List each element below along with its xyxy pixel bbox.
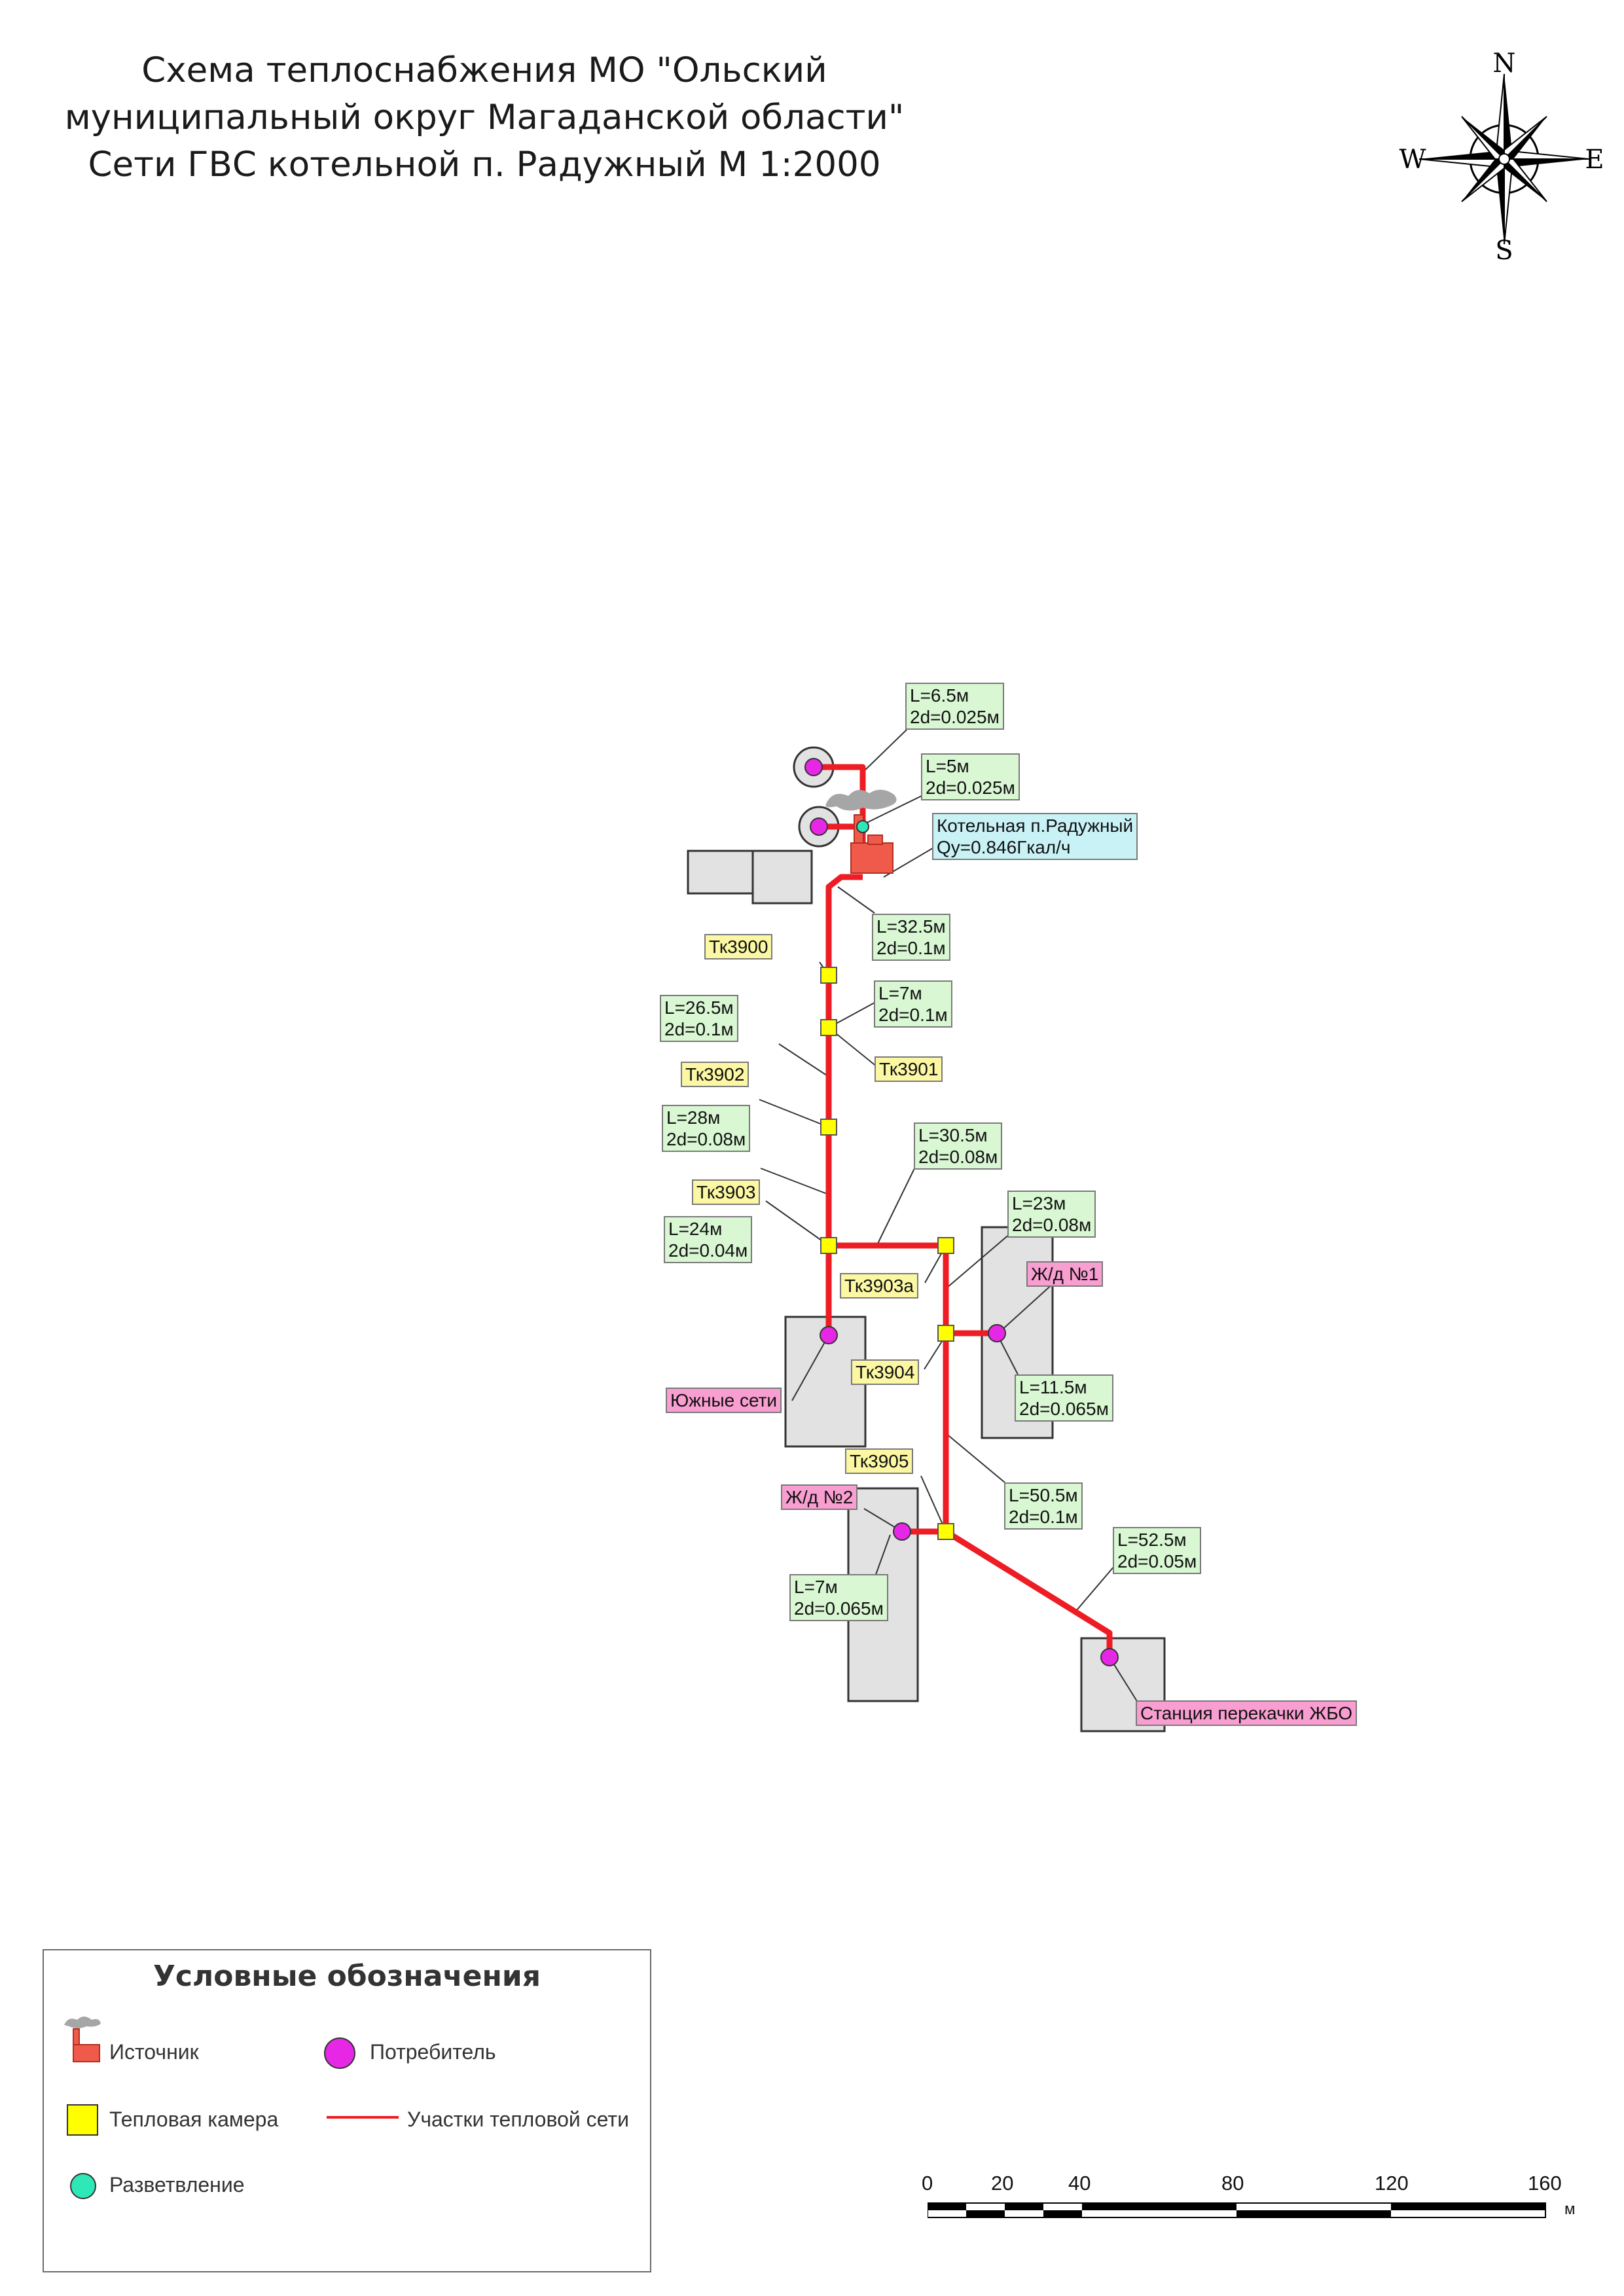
building	[751, 850, 813, 905]
compass-west: W	[1399, 145, 1426, 175]
pipe-icon	[327, 2116, 399, 2119]
legend-pipe-label: Участки тепловой сети	[407, 2108, 629, 2131]
chamber-label: Тк3900	[704, 934, 773, 960]
heat-chamber	[937, 1523, 954, 1540]
legend-chamber-label: Тепловая камера	[109, 2108, 279, 2131]
chamber-label: Тк3904	[851, 1359, 920, 1385]
branch-point	[856, 820, 869, 833]
chamber-icon	[67, 2104, 98, 2136]
legend-branch-label: Разветвление	[109, 2173, 245, 2197]
compass-rose-icon: N S E W	[1399, 52, 1604, 262]
compass-south: S	[1495, 236, 1513, 262]
consumer-point	[893, 1522, 911, 1541]
title-line-3: Сети ГВС котельной п. Радужный М 1:2000	[88, 145, 881, 185]
consumer-point	[820, 1326, 838, 1344]
scale-tick: 40	[1068, 2172, 1091, 2195]
scale-tick: 0	[922, 2172, 933, 2195]
branch-icon	[70, 2173, 96, 2199]
map-title: Схема теплоснабжения МО "Ольский муницип…	[39, 47, 929, 188]
compass-east: E	[1585, 145, 1604, 175]
consumer-point	[1100, 1648, 1119, 1666]
chamber-label: Тк3903	[692, 1179, 761, 1205]
heat-chamber	[820, 967, 837, 984]
heat-chamber	[820, 1019, 837, 1036]
scale-bar: 0 20 40 80 120 160 м	[916, 2172, 1604, 2237]
chamber-label: Тк3902	[681, 1062, 749, 1087]
consumer-label: Ж/д №2	[781, 1484, 858, 1510]
chamber-label: Тк3901	[875, 1056, 943, 1082]
legend-consumer-label: Потребитель	[370, 2040, 496, 2064]
heat-chamber	[820, 1237, 837, 1254]
source-icon	[64, 2017, 101, 2062]
scale-tick: 20	[991, 2172, 1014, 2195]
consumer-point	[988, 1324, 1006, 1342]
compass-north: N	[1493, 52, 1516, 79]
scale-tick: 120	[1375, 2172, 1409, 2195]
scale-unit: м	[1564, 2200, 1576, 2218]
scale-tick: 80	[1221, 2172, 1244, 2195]
chamber-label: Тк3903а	[840, 1273, 918, 1299]
building	[687, 850, 758, 895]
consumer-label: Станция перекачки ЖБО	[1136, 1700, 1358, 1726]
consumer-point	[810, 817, 828, 836]
chamber-label: Тк3905	[845, 1448, 914, 1474]
heat-chamber	[937, 1237, 954, 1254]
legend: Условные обозначения Источник Потребител…	[43, 1949, 651, 2272]
consumer-label: Ж/д №1	[1026, 1261, 1104, 1287]
consumer-point	[804, 758, 823, 776]
pipe-segment	[825, 874, 863, 975]
scale-tick: 160	[1528, 2172, 1562, 2195]
heat-chamber	[937, 1325, 954, 1342]
title-line-1: Схема теплоснабжения МО "Ольский	[141, 50, 827, 90]
legend-title: Условные обозначения	[153, 1960, 541, 1993]
title-line-2: муниципальный округ Магаданской области"	[64, 98, 905, 137]
consumer-label: Южные сети	[666, 1388, 782, 1413]
legend-source-label: Источник	[109, 2040, 199, 2064]
heat-chamber	[820, 1119, 837, 1136]
consumer-icon	[324, 2037, 355, 2069]
scale-bar-graphic	[928, 2202, 1546, 2218]
